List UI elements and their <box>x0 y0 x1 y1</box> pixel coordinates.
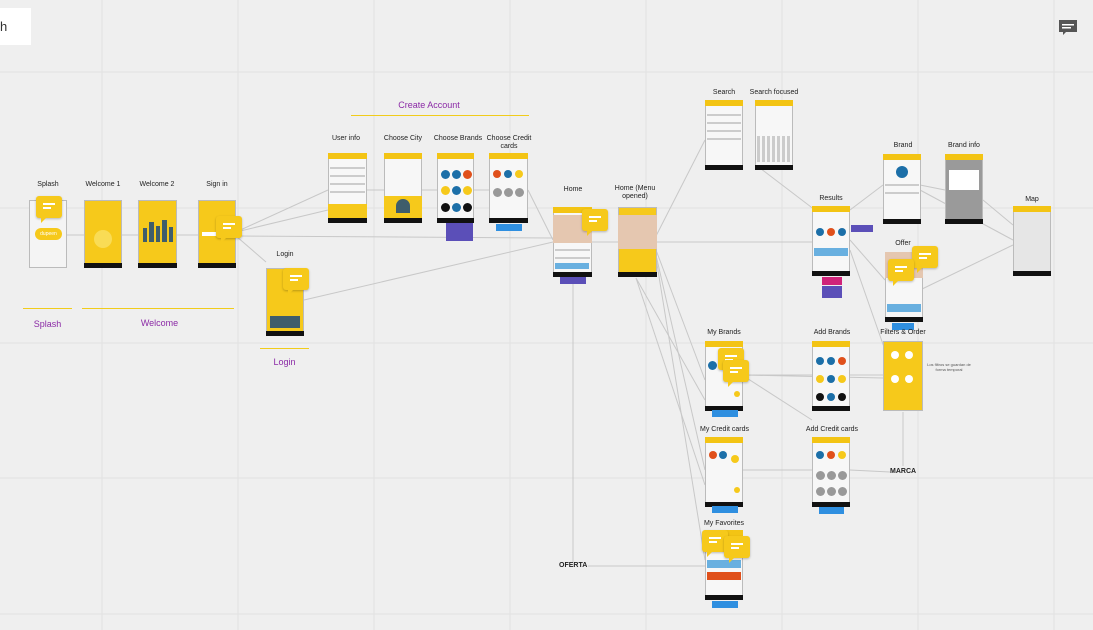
group-label-welcome: Welcome <box>140 318 179 328</box>
screen-choose-city[interactable] <box>384 153 422 223</box>
comment-bubble-icon[interactable] <box>36 196 62 223</box>
screen-label-welcome-2: Welcome 2 <box>139 181 175 188</box>
screen-label-map: Map <box>1025 196 1039 203</box>
screen-search-focused[interactable] <box>755 100 793 170</box>
screen-label-welcome-1: Welcome 1 <box>85 181 121 188</box>
screen-label-filters-order: Filters & Order <box>880 329 926 336</box>
screen-label-login: Login <box>276 251 294 258</box>
group-underline-create-account <box>351 115 529 116</box>
screen-filters-order[interactable] <box>883 341 923 411</box>
screen-label-choose-cards: Choose Credit cards <box>486 135 532 150</box>
screen-label-results: Results <box>819 195 843 202</box>
comment-bubble-icon[interactable] <box>702 530 728 557</box>
screen-label-my-cards: My Credit cards <box>700 426 750 433</box>
screen-label-my-favorites: My Favorites <box>703 520 745 527</box>
screen-label-offer: Offer <box>895 240 911 247</box>
screen-label-home-menu: Home (Menu opened) <box>614 185 656 200</box>
tag-offer <box>892 323 914 330</box>
group-label-splash: Splash <box>33 319 62 329</box>
screen-label-choose-city: Choose City <box>383 135 423 142</box>
comment-bubble-icon[interactable] <box>582 209 608 236</box>
comment-bubble-icon[interactable] <box>912 246 938 273</box>
screen-label-brand: Brand <box>893 142 913 149</box>
screen-results[interactable] <box>812 206 850 276</box>
group-label-create-account: Create Account <box>398 100 460 110</box>
tag-add-cards <box>819 507 844 514</box>
free-label-marca: MARCA <box>890 468 917 475</box>
group-underline-welcome <box>82 308 234 309</box>
screen-welcome-1[interactable] <box>84 200 122 268</box>
screen-label-add-cards: Add Credit cards <box>805 426 859 433</box>
flow-connectors <box>67 139 1014 567</box>
screen-home-menu[interactable] <box>618 207 657 277</box>
tag-choose-brands <box>446 223 473 241</box>
screen-map[interactable] <box>1013 206 1051 276</box>
filters-note: Los filtros se guardan de forma temporal <box>927 362 971 372</box>
screen-label-search-focused: Search focused <box>749 89 799 96</box>
tag-choose-cards <box>496 224 522 231</box>
screen-label-sign-in: Sign in <box>206 181 228 188</box>
screen-label-splash: Splash <box>37 181 59 188</box>
group-label-login: Login <box>273 357 296 367</box>
tag-results-pink <box>822 277 842 285</box>
screen-label-home: Home <box>563 186 583 193</box>
screen-user-info[interactable] <box>328 153 367 223</box>
screen-label-choose-brands: Choose Brands <box>433 135 483 142</box>
comments-panel-icon[interactable] <box>1058 19 1078 36</box>
tag-my-favorites <box>712 601 738 608</box>
comment-bubble-icon[interactable] <box>216 216 242 243</box>
screen-label-my-brands: My Brands <box>707 329 741 336</box>
screen-brand-info[interactable] <box>945 154 983 224</box>
screen-welcome-2[interactable] <box>138 200 177 268</box>
screen-label-add-brands: Add Brands <box>813 329 851 336</box>
tag-my-cards <box>712 506 738 513</box>
free-label-oferta: OFERTA <box>559 562 588 569</box>
screen-label-user-info: User info <box>331 135 360 142</box>
screen-choose-cards[interactable] <box>489 153 528 223</box>
splash-logo: dupeen <box>35 228 62 240</box>
search-input-value: h <box>0 19 8 34</box>
screen-search[interactable] <box>705 100 743 170</box>
screen-my-cards[interactable] <box>705 437 743 507</box>
screen-home[interactable] <box>553 207 592 277</box>
screen-choose-brands[interactable] <box>437 153 474 223</box>
screen-add-cards[interactable] <box>812 437 850 507</box>
tag-home <box>560 277 586 284</box>
group-underline-login <box>260 348 309 349</box>
screen-label-search: Search <box>712 89 736 96</box>
search-input[interactable]: h <box>0 8 31 45</box>
tag-results-purple <box>822 286 842 298</box>
screen-add-brands[interactable] <box>812 341 850 411</box>
comment-bubble-icon[interactable] <box>283 268 309 295</box>
screen-brand[interactable] <box>883 154 921 224</box>
tag-my-brands <box>712 410 738 417</box>
group-underline-splash <box>23 308 72 309</box>
tag-results-blue <box>851 225 873 232</box>
comment-bubble-icon[interactable] <box>888 259 914 286</box>
comment-bubble-icon[interactable] <box>723 360 749 387</box>
screen-label-brand-info: Brand info <box>948 142 980 149</box>
comment-bubble-icon[interactable] <box>724 536 750 563</box>
